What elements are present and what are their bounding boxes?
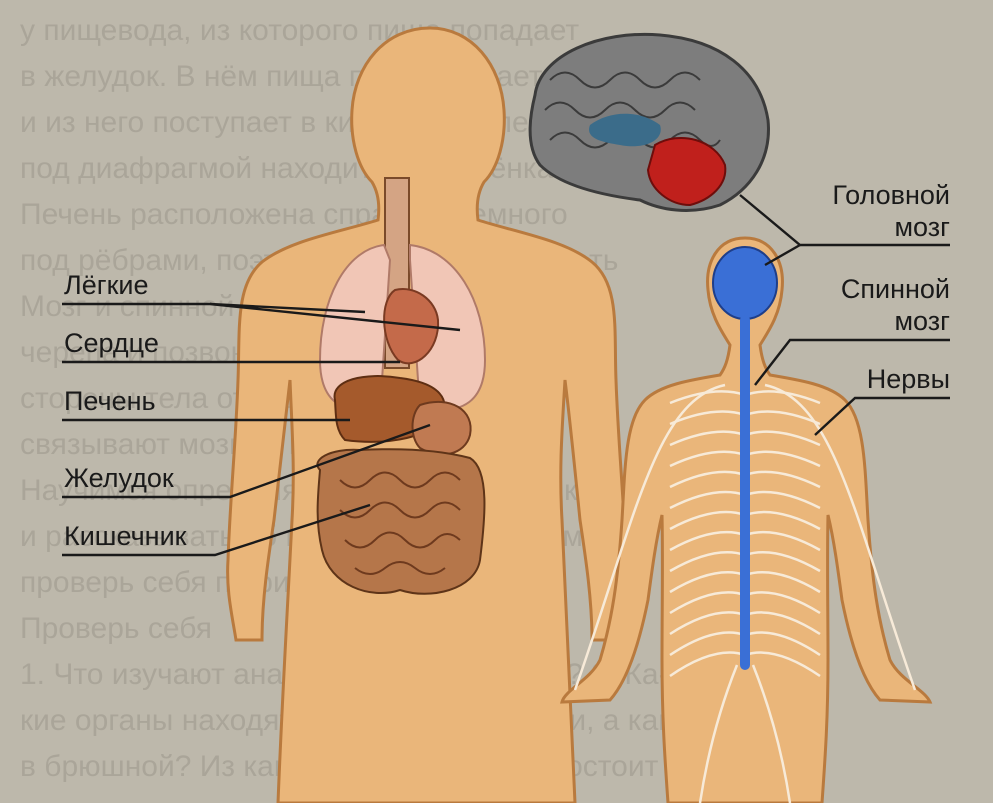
label-nerves: Нервы [867,364,950,394]
label-liver: Печень [64,386,156,416]
background-text-line: Проверь себя [20,612,212,645]
label-spinal-line1: Спинной [841,274,950,304]
spinal-cord [740,315,750,670]
background-text-line: у пищевода, из которого пища попадает [20,14,579,47]
label-brain-line1: Головной [832,180,950,210]
brain-inset [530,34,768,210]
label-lungs: Лёгкие [64,270,149,300]
label-intestine: Кишечник [64,521,187,551]
brain-blue [713,247,777,319]
label-brain-line2: мозг [894,212,950,242]
label-spinal-line2: мозг [894,306,950,336]
intestine [317,449,484,593]
label-stomach: Желудок [64,463,174,493]
label-heart: Сердце [64,328,159,358]
